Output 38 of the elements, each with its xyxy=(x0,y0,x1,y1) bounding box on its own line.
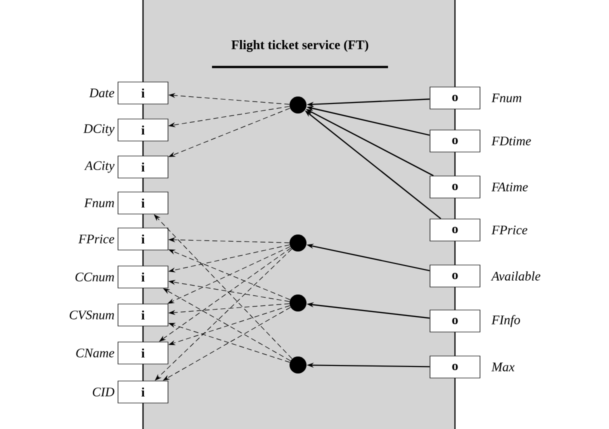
port-box: i xyxy=(118,304,168,326)
junction-dot xyxy=(290,234,306,252)
port-box: i xyxy=(118,118,168,142)
port-label: FPrice xyxy=(491,226,528,234)
port-box: o xyxy=(430,176,480,198)
port-label: ACity xyxy=(84,161,114,173)
port-box: i xyxy=(118,380,168,404)
port-box: o xyxy=(430,218,480,242)
port-label: Max xyxy=(491,362,515,372)
port-box: i xyxy=(118,266,168,288)
port-box: i xyxy=(118,228,168,250)
port-label: DCity xyxy=(83,124,114,136)
port-box: i xyxy=(118,156,168,178)
service-box xyxy=(142,0,456,429)
port-label: Fnum xyxy=(84,198,114,208)
port-box: i xyxy=(118,342,168,364)
port-label: FDtime xyxy=(491,136,531,146)
port-label: CName xyxy=(76,348,114,358)
port-label: CCnum xyxy=(76,272,114,282)
port-box: o xyxy=(430,86,480,110)
port-label: Date xyxy=(89,88,114,98)
port-label: FAtime xyxy=(491,182,528,192)
port-label: CVSnum xyxy=(70,310,114,320)
title: Flight ticket service (FT) xyxy=(231,40,368,52)
junction-dot xyxy=(290,356,306,374)
port-box: i xyxy=(118,82,168,104)
port-label: Available xyxy=(490,271,540,281)
port-box: i xyxy=(118,192,168,214)
port-box: o xyxy=(430,264,480,288)
port-label: FPrice xyxy=(78,234,114,244)
junction-dot xyxy=(290,96,306,114)
port-box: o xyxy=(430,356,480,378)
port-box: o xyxy=(430,310,480,332)
port-label: FInfo xyxy=(491,315,520,327)
junction-dot xyxy=(290,294,306,312)
port-box: o xyxy=(430,130,480,152)
port-label: Fnum xyxy=(491,94,522,102)
port-label: CID xyxy=(92,388,114,396)
